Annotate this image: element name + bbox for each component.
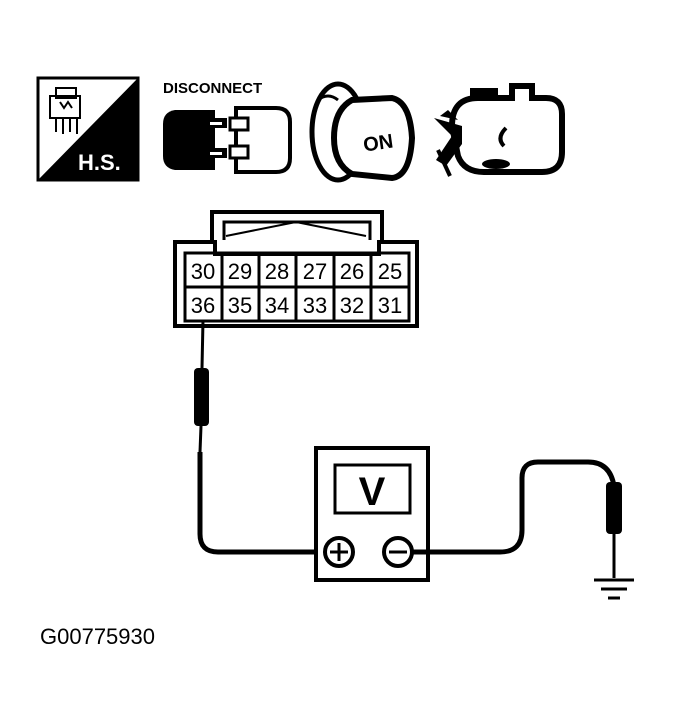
disconnect-label: DISCONNECT [163,80,262,97]
pin-label: 26 [340,259,364,284]
voltmeter: V [314,446,430,582]
pin-label: 29 [228,259,252,284]
negative-lead-wire [412,459,617,555]
harness-side-icon: H.S. [36,76,140,182]
pin-label: 32 [340,293,364,318]
ground-icon [594,578,634,600]
pin-label: 34 [265,293,289,318]
disconnect-connector-icon: DISCONNECT [163,80,292,174]
pin-label: 36 [191,293,215,318]
harness-side-label: H.S. [78,150,121,175]
plus-terminal-icon [323,536,355,568]
negative-probe [606,482,622,578]
positive-lead-wire [197,452,320,555]
positive-probe [194,319,209,453]
figure-id: G00775930 [40,624,155,649]
pin-label: 30 [191,259,215,284]
voltmeter-display: V [359,470,386,514]
minus-terminal-icon [382,536,414,568]
connector-36-pin: 30 29 28 27 26 25 36 35 34 33 32 31 [173,210,419,328]
pin-label: 31 [378,293,402,318]
pin-label: 35 [228,293,252,318]
engine-stopped-icon [434,83,565,177]
pin-label: 28 [265,259,289,284]
pin-label: 27 [303,259,327,284]
pin-label: 33 [303,293,327,318]
pin-label: 25 [378,259,402,284]
ignition-on-label: ON [362,131,395,157]
ignition-key-on-icon: ON [309,81,416,183]
